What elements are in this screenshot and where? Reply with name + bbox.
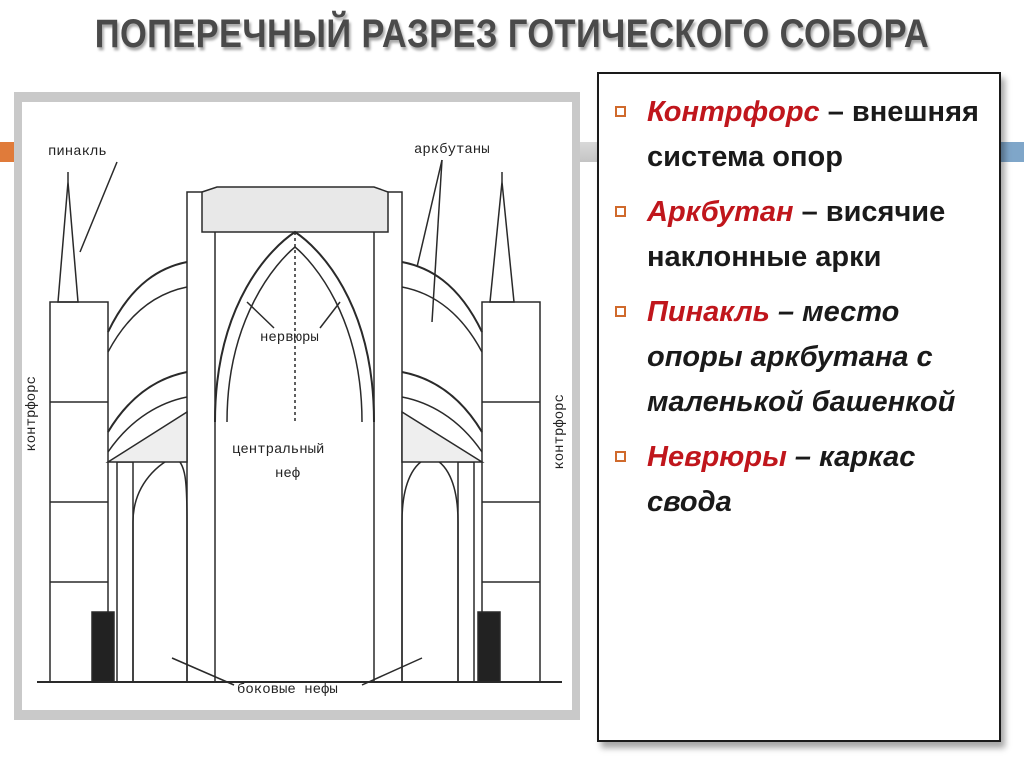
label-ribs: нервюры [260, 330, 319, 346]
decor-bar-orange [0, 142, 14, 162]
definition-term: Контрфорс [647, 96, 820, 128]
definition-item: Аркбутан – висячие наклонные арки [615, 190, 987, 280]
decor-bar-blue [1000, 142, 1024, 162]
square-bullet-icon [615, 451, 626, 462]
definition-item: Контрфорс – внешняя система опор [615, 90, 987, 180]
definition-term: Аркбутан [647, 196, 794, 228]
square-bullet-icon [615, 306, 626, 317]
definition-text: – висячие наклонные арки [647, 196, 946, 273]
square-bullet-icon [615, 106, 626, 117]
definition-term: Неврюры [647, 441, 787, 473]
label-side-naves: боковые нефы [237, 682, 338, 698]
label-buttress-right: контрфорс [552, 394, 568, 470]
square-bullet-icon [615, 206, 626, 217]
label-central-nave-line1: центральный [232, 442, 325, 458]
definition-text: – внешняя система опор [647, 96, 979, 173]
cathedral-drawing [37, 159, 562, 686]
page-title: ПОПЕРЕЧНЫЙ РАЗРЕЗ ГОТИЧЕСКОГО СОБОРА [94, 12, 930, 56]
label-central-nave-line2: неф [275, 466, 301, 482]
left-buttress [49, 301, 109, 683]
definition-text: – каркас свода [647, 441, 916, 518]
label-buttress-left: контрфорс [24, 376, 40, 452]
cathedral-cross-section-figure: пинакль аркбутаны нервюры центральный не… [22, 102, 572, 710]
label-pinnacle: пинакль [48, 144, 107, 160]
definition-text: – место опоры аркбутана с маленькой баше… [647, 296, 956, 418]
definition-item: Пинакль – место опоры аркбутана с малень… [615, 290, 987, 425]
definitions-list: Контрфорс – внешняя система опор Аркбута… [599, 74, 999, 525]
definitions-box: Контрфорс – внешняя система опор Аркбута… [597, 72, 1001, 742]
label-flying-buttresses: аркбутаны [414, 142, 490, 158]
definition-term: Пинакль [647, 296, 770, 328]
definition-item: Неврюры – каркас свода [615, 435, 987, 525]
